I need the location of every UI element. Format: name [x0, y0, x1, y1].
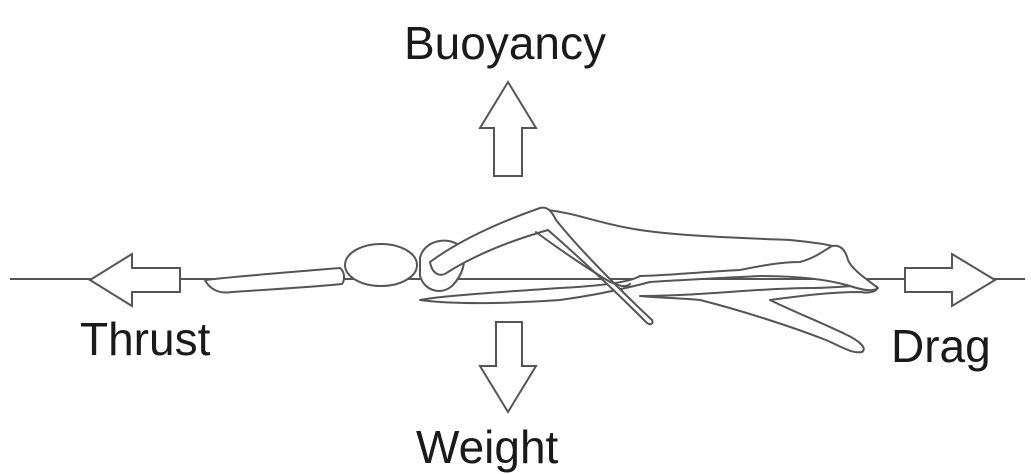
swimmer-legs: [640, 285, 877, 352]
drag-label: Drag: [891, 323, 991, 369]
weight-label: Weight: [416, 424, 558, 470]
drag-arrow: [905, 254, 995, 306]
weight-arrow: [480, 322, 536, 412]
swimmer-arm-extended: [205, 268, 344, 293]
buoyancy-arrow: [480, 82, 536, 176]
thrust-arrow: [90, 254, 180, 306]
buoyancy-label: Buoyancy: [404, 20, 606, 66]
swimmer-head: [345, 244, 417, 286]
thrust-label: Thrust: [80, 316, 210, 362]
swimmer-back: [548, 210, 832, 246]
